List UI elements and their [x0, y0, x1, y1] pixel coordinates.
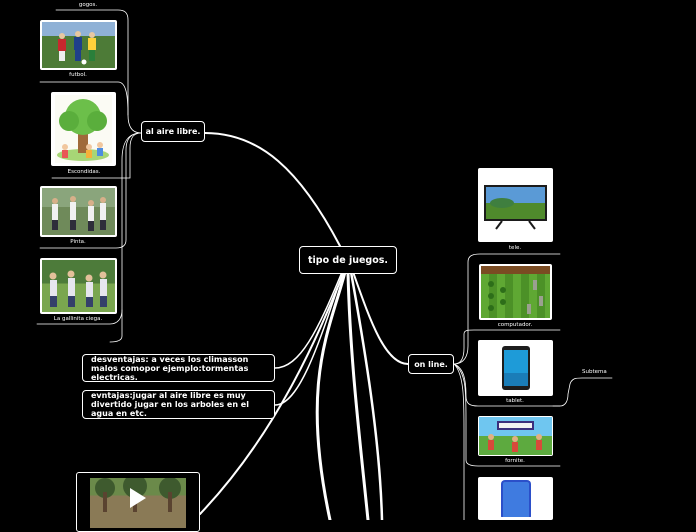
branch-desventajas-label: desventajas: a veces los climasson malos…	[91, 355, 266, 382]
video-thumbnail	[90, 478, 186, 528]
plants-vs-zombies-screenshot-icon	[481, 266, 550, 318]
smartphone-image-icon	[482, 480, 549, 517]
item-caption-tablet: tablet.	[506, 398, 524, 404]
branch-aire-libre[interactable]: al aire libre.	[141, 121, 205, 142]
branch-online-label: on line.	[414, 360, 448, 369]
branch-desventajas[interactable]: desventajas: a veces los climasson malos…	[82, 354, 275, 382]
item-card-tablet[interactable]	[478, 340, 553, 396]
item-caption-pinta: Pinta.	[70, 239, 86, 245]
football-photo-icon	[42, 22, 115, 68]
branch-ventajas-label: evntajas:jugar al aire libre es muy dive…	[91, 391, 266, 418]
tablet-image-icon	[482, 343, 549, 393]
item-caption-futbol: futbol.	[69, 72, 87, 78]
item-caption-escondidas: Escondidas.	[68, 169, 101, 175]
tree-children-illustration-icon	[55, 95, 112, 163]
children-playing-photo-icon	[42, 188, 115, 235]
item-card-escondidas[interactable]	[51, 92, 116, 166]
item-caption-gallinita: La gallinita ciega.	[54, 316, 102, 322]
blindfold-game-photo-icon	[42, 260, 115, 312]
fortnite-image-icon	[479, 417, 552, 455]
item-card-pinta[interactable]	[40, 186, 117, 237]
item-caption-gogos: gogos.	[79, 2, 97, 8]
central-topic[interactable]: tipo de juegos.	[299, 246, 397, 274]
item-card-smartphone[interactable]	[478, 477, 553, 520]
item-card-computador[interactable]	[479, 264, 552, 320]
item-card-fornite[interactable]	[478, 416, 553, 456]
item-caption-computador: computador.	[498, 322, 533, 328]
item-card-gallinita[interactable]	[40, 258, 117, 314]
branch-ventajas[interactable]: evntajas:jugar al aire libre es muy dive…	[82, 390, 275, 419]
item-caption-fornite: fornite.	[505, 458, 525, 464]
branch-online[interactable]: on line.	[408, 354, 454, 374]
video-node[interactable]	[76, 472, 200, 532]
item-card-futbol[interactable]	[40, 20, 117, 70]
item-card-tele[interactable]	[478, 168, 553, 242]
play-icon[interactable]	[130, 488, 146, 508]
television-image-icon	[482, 171, 549, 239]
subtopic-label[interactable]: Subtema	[582, 369, 607, 375]
branch-aire-libre-label: al aire libre.	[146, 127, 201, 136]
central-topic-label: tipo de juegos.	[308, 255, 388, 266]
item-caption-tele: tele.	[509, 245, 521, 251]
